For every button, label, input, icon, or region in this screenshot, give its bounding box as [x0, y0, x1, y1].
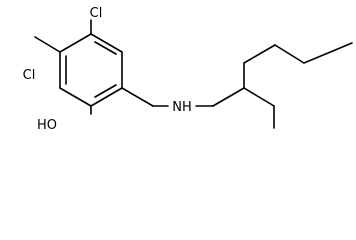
butyl-bond-3	[274, 44, 305, 64]
butyl-chain	[243, 42, 353, 89]
atom-labels: Cl Cl HO NH	[23, 6, 192, 133]
benzene-ring	[59, 33, 123, 107]
molecule-canvas: Cl Cl HO NH	[23, 6, 353, 133]
ring-double-bond-inner-2	[94, 84, 117, 98]
butyl-bond-2	[243, 44, 276, 64]
amine-chain	[121, 87, 245, 107]
amine-label: NH	[172, 100, 192, 115]
ring-bond-6	[59, 33, 92, 53]
ring-bond-4	[59, 87, 92, 107]
ring-bond-3	[90, 87, 123, 107]
ethyl-bond-1	[243, 87, 275, 107]
ring-bond-1	[90, 33, 123, 53]
butyl-bond-4	[303, 42, 353, 64]
alkyl-bond-1	[212, 87, 245, 107]
benzyl-bond	[121, 87, 154, 107]
bond-to-cl-left	[34, 36, 61, 53]
hydroxyl-label: HO	[37, 118, 57, 133]
ring-double-bond-inner-1	[94, 41, 117, 55]
structure-diagram: Cl Cl HO NH	[23, 6, 353, 133]
substituent-bonds	[34, 19, 92, 115]
chlorine-top-label: Cl	[90, 6, 103, 21]
chlorine-left-label: Cl	[23, 68, 36, 83]
ethyl-branch	[243, 87, 275, 129]
